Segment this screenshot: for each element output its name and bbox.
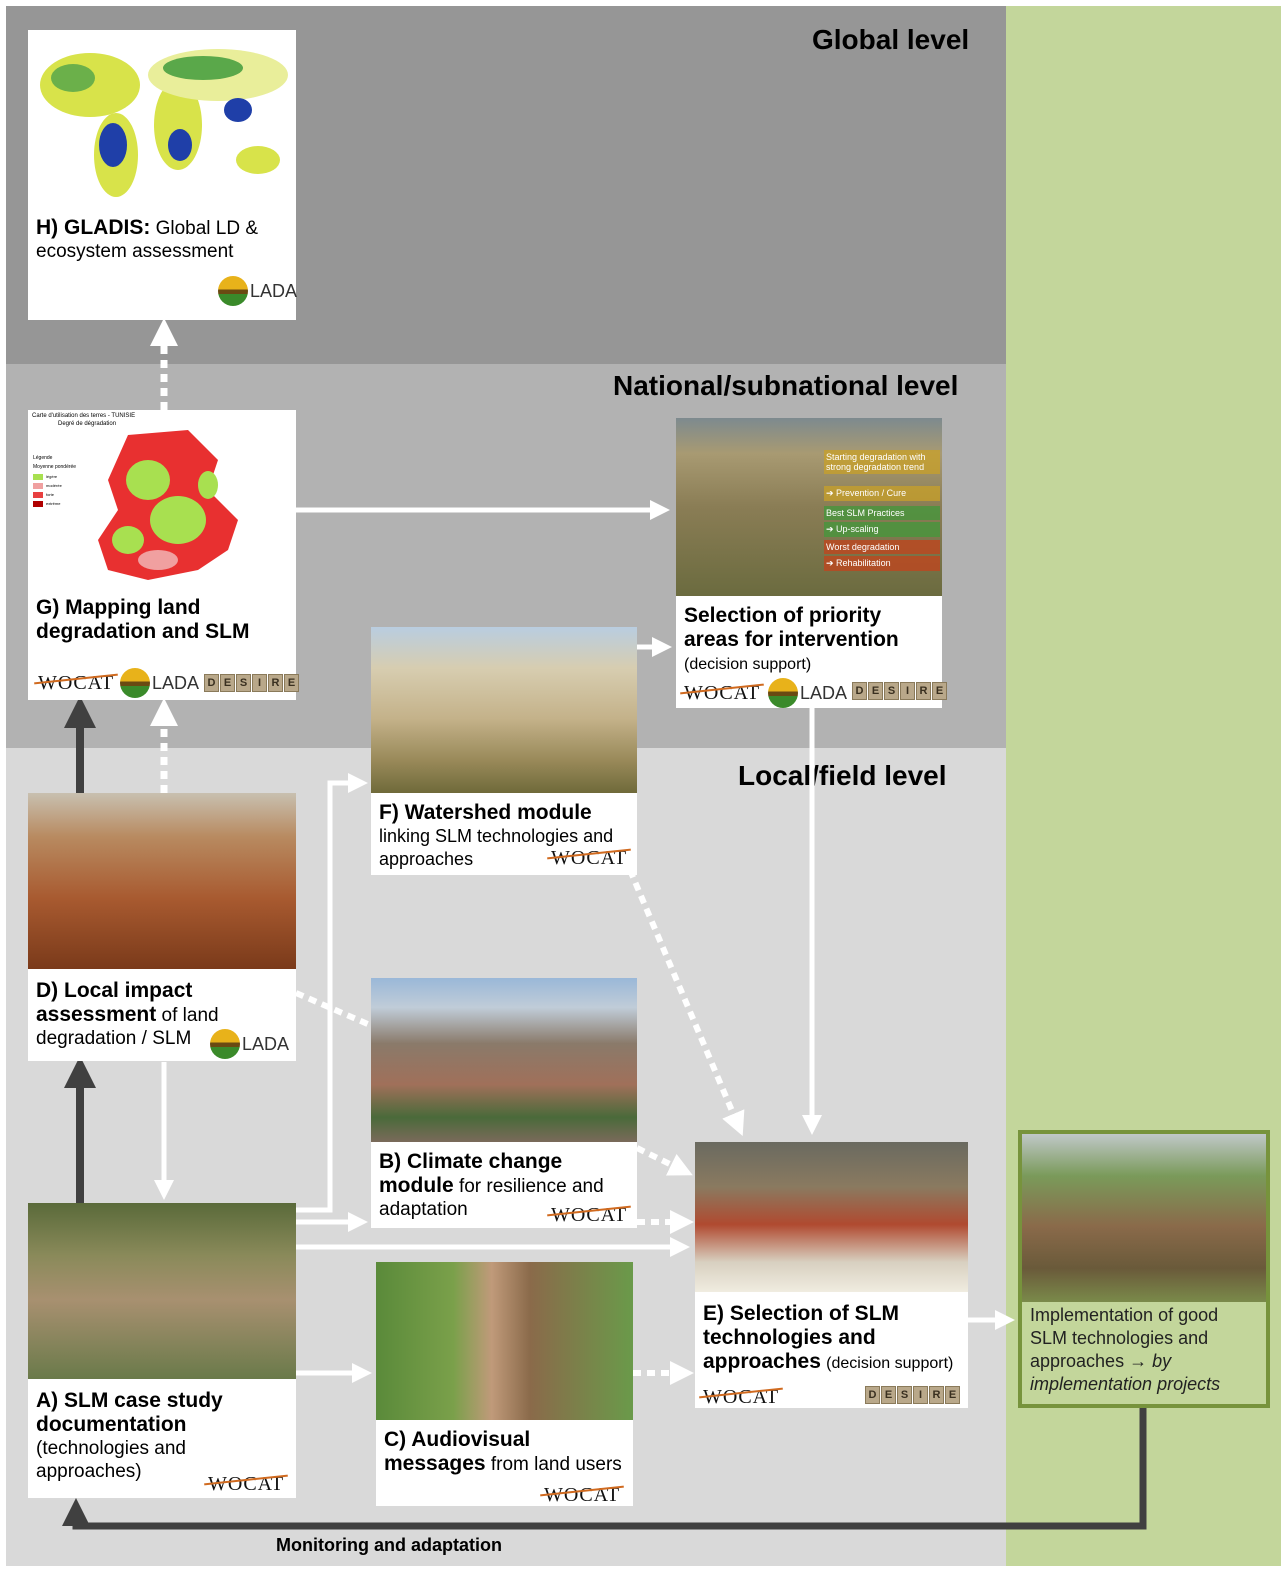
monitoring-label: Monitoring and adaptation bbox=[276, 1535, 502, 1555]
map-legend-sub: Moyenne pondérée bbox=[33, 464, 77, 470]
card-h-gladis: H) GLADIS: Global LD & ecosystem assessm… bbox=[28, 30, 297, 320]
card-f-caption: F) Watershed module linking SLM technolo… bbox=[379, 801, 631, 871]
card-e-small: (decision support) bbox=[826, 1355, 954, 1372]
overlay-text-4: ➔ Up-scaling bbox=[824, 522, 940, 537]
wocat-logo: WOCAT bbox=[547, 847, 631, 870]
card-priority-small: (decision support) bbox=[684, 656, 812, 673]
card-a-title: A) SLM case study documentation bbox=[36, 1389, 223, 1436]
card-d-title-1: D) Local impact bbox=[36, 979, 193, 1002]
mountain-valley-photo bbox=[371, 978, 637, 1142]
wocat-logo: WOCAT bbox=[540, 1484, 624, 1507]
gully-erosion-photo bbox=[28, 793, 296, 969]
card-priority-areas: Starting degradation with strong degrada… bbox=[676, 418, 947, 708]
card-b-climate-change: B) Climate change module for resilience … bbox=[371, 978, 637, 1228]
farmer-portrait-photo bbox=[376, 1262, 633, 1420]
map-title-2: Degré de dégradation bbox=[58, 421, 117, 427]
arrow-monitoring-loop bbox=[62, 1402, 1147, 1530]
wocat-logo: WOCAT bbox=[34, 672, 118, 695]
card-g-title: G) Mapping land degradation and SLM bbox=[36, 596, 250, 643]
card-e-selection: E) Selection of SLM technologies and app… bbox=[695, 1142, 968, 1408]
card-a-case-study: A) SLM case study documentation (technol… bbox=[28, 1203, 296, 1498]
global-level-label: Global level bbox=[812, 24, 970, 55]
card-h-text: Global LD & ecosystem assessment bbox=[36, 218, 259, 262]
arrow-right-icon: → bbox=[1129, 1351, 1148, 1371]
map-legend-item-2: modérée bbox=[46, 483, 62, 488]
overlay-text-5: Worst degradation bbox=[824, 540, 940, 554]
landscape-photo: Starting degradation with strong degrada… bbox=[676, 418, 942, 596]
overlay-text-1: Starting degradation with strong degrada… bbox=[824, 450, 940, 474]
card-d-title-2: assessment bbox=[36, 1003, 157, 1026]
card-implementation: Implementation of good SLM technologies … bbox=[1018, 1130, 1270, 1408]
card-f-text: linking SLM technologies and approaches bbox=[379, 826, 614, 869]
map-title-1: Carte d'utilisation des terres - TUNISIE bbox=[32, 413, 136, 419]
card-d-caption: D) Local impact assessment of land degra… bbox=[36, 979, 290, 1050]
map-legend-title: Légende bbox=[33, 455, 53, 461]
card-c-audiovisual: C) Audiovisual messages from land users … bbox=[376, 1262, 633, 1506]
lada-logo: LADA bbox=[768, 678, 847, 708]
overlay-text-3: Best SLM Practices bbox=[824, 506, 940, 520]
card-c-text: from land users bbox=[485, 1454, 622, 1475]
card-f-watershed: F) Watershed module linking SLM technolo… bbox=[371, 627, 637, 875]
map-legend-item-1: légère bbox=[46, 474, 58, 479]
map-legend-item-3: forte bbox=[46, 492, 55, 497]
card-c-caption: C) Audiovisual messages from land users bbox=[384, 1428, 627, 1476]
terrace-farming-photo bbox=[1022, 1134, 1266, 1302]
card-b-text: for resilience and adaptation bbox=[379, 1176, 604, 1220]
wocat-logo: WOCAT bbox=[680, 682, 764, 705]
overlay-text-6: ➔ Rehabilitation bbox=[824, 556, 940, 571]
lada-logo: LADA bbox=[210, 1029, 289, 1059]
card-h-caption: H) GLADIS: Global LD & ecosystem assessm… bbox=[36, 216, 290, 263]
card-c-title: C) Audiovisual messages bbox=[384, 1428, 531, 1475]
wocat-logo: WOCAT bbox=[699, 1386, 783, 1409]
card-h-title: H) GLADIS: bbox=[36, 216, 151, 239]
implementation-text: Implementation of good SLM technologies … bbox=[1030, 1305, 1221, 1394]
card-e-title: E) Selection of SLM technologies and app… bbox=[703, 1302, 900, 1373]
card-a-caption: A) SLM case study documentation (technol… bbox=[36, 1389, 290, 1483]
card-e-caption: E) Selection of SLM technologies and app… bbox=[703, 1302, 962, 1375]
arrow-f-to-e-dotted bbox=[627, 868, 745, 1137]
wocat-logo: WOCAT bbox=[547, 1204, 631, 1227]
arrow-b-to-e-dotted-1 bbox=[635, 1145, 693, 1176]
workshop-photo bbox=[695, 1142, 968, 1292]
national-level-label: National/subnational level bbox=[613, 370, 959, 401]
card-g-mapping: Carte d'utilisation des terres - TUNISIE… bbox=[28, 410, 299, 700]
card-priority-title: Selection of priority areas for interven… bbox=[684, 604, 899, 651]
card-f-title: F) Watershed module bbox=[379, 801, 592, 824]
arrow-d-to-b-dotted bbox=[294, 990, 372, 1028]
wocat-logo: WOCAT bbox=[204, 1473, 288, 1496]
card-b-caption: B) Climate change module for resilience … bbox=[379, 1150, 631, 1221]
arrow-a-to-f bbox=[296, 773, 368, 1213]
world-map-photo bbox=[28, 30, 296, 212]
card-a-text: (technologies and approaches) bbox=[36, 1438, 186, 1482]
map-legend-item-4: extrême bbox=[46, 501, 61, 506]
overlay-text-2: ➔ Prevention / Cure bbox=[824, 486, 940, 501]
card-g-caption: G) Mapping land degradation and SLM bbox=[36, 596, 290, 644]
card-priority-caption: Selection of priority areas for interven… bbox=[684, 604, 936, 676]
tunisia-map-photo: Carte d'utilisation des terres - TUNISIE… bbox=[28, 410, 296, 588]
card-b-title: B) Climate change module bbox=[379, 1150, 563, 1197]
lada-logo: LADA bbox=[218, 276, 297, 306]
card-d-local-impact: D) Local impact assessment of land degra… bbox=[28, 793, 296, 1061]
card-d-text: of land degradation / SLM bbox=[36, 1005, 219, 1049]
field-meeting-photo bbox=[28, 1203, 296, 1379]
local-level-label: Local/field level bbox=[738, 760, 947, 791]
lada-logo: LADA bbox=[120, 668, 199, 698]
watershed-photo bbox=[371, 627, 637, 793]
